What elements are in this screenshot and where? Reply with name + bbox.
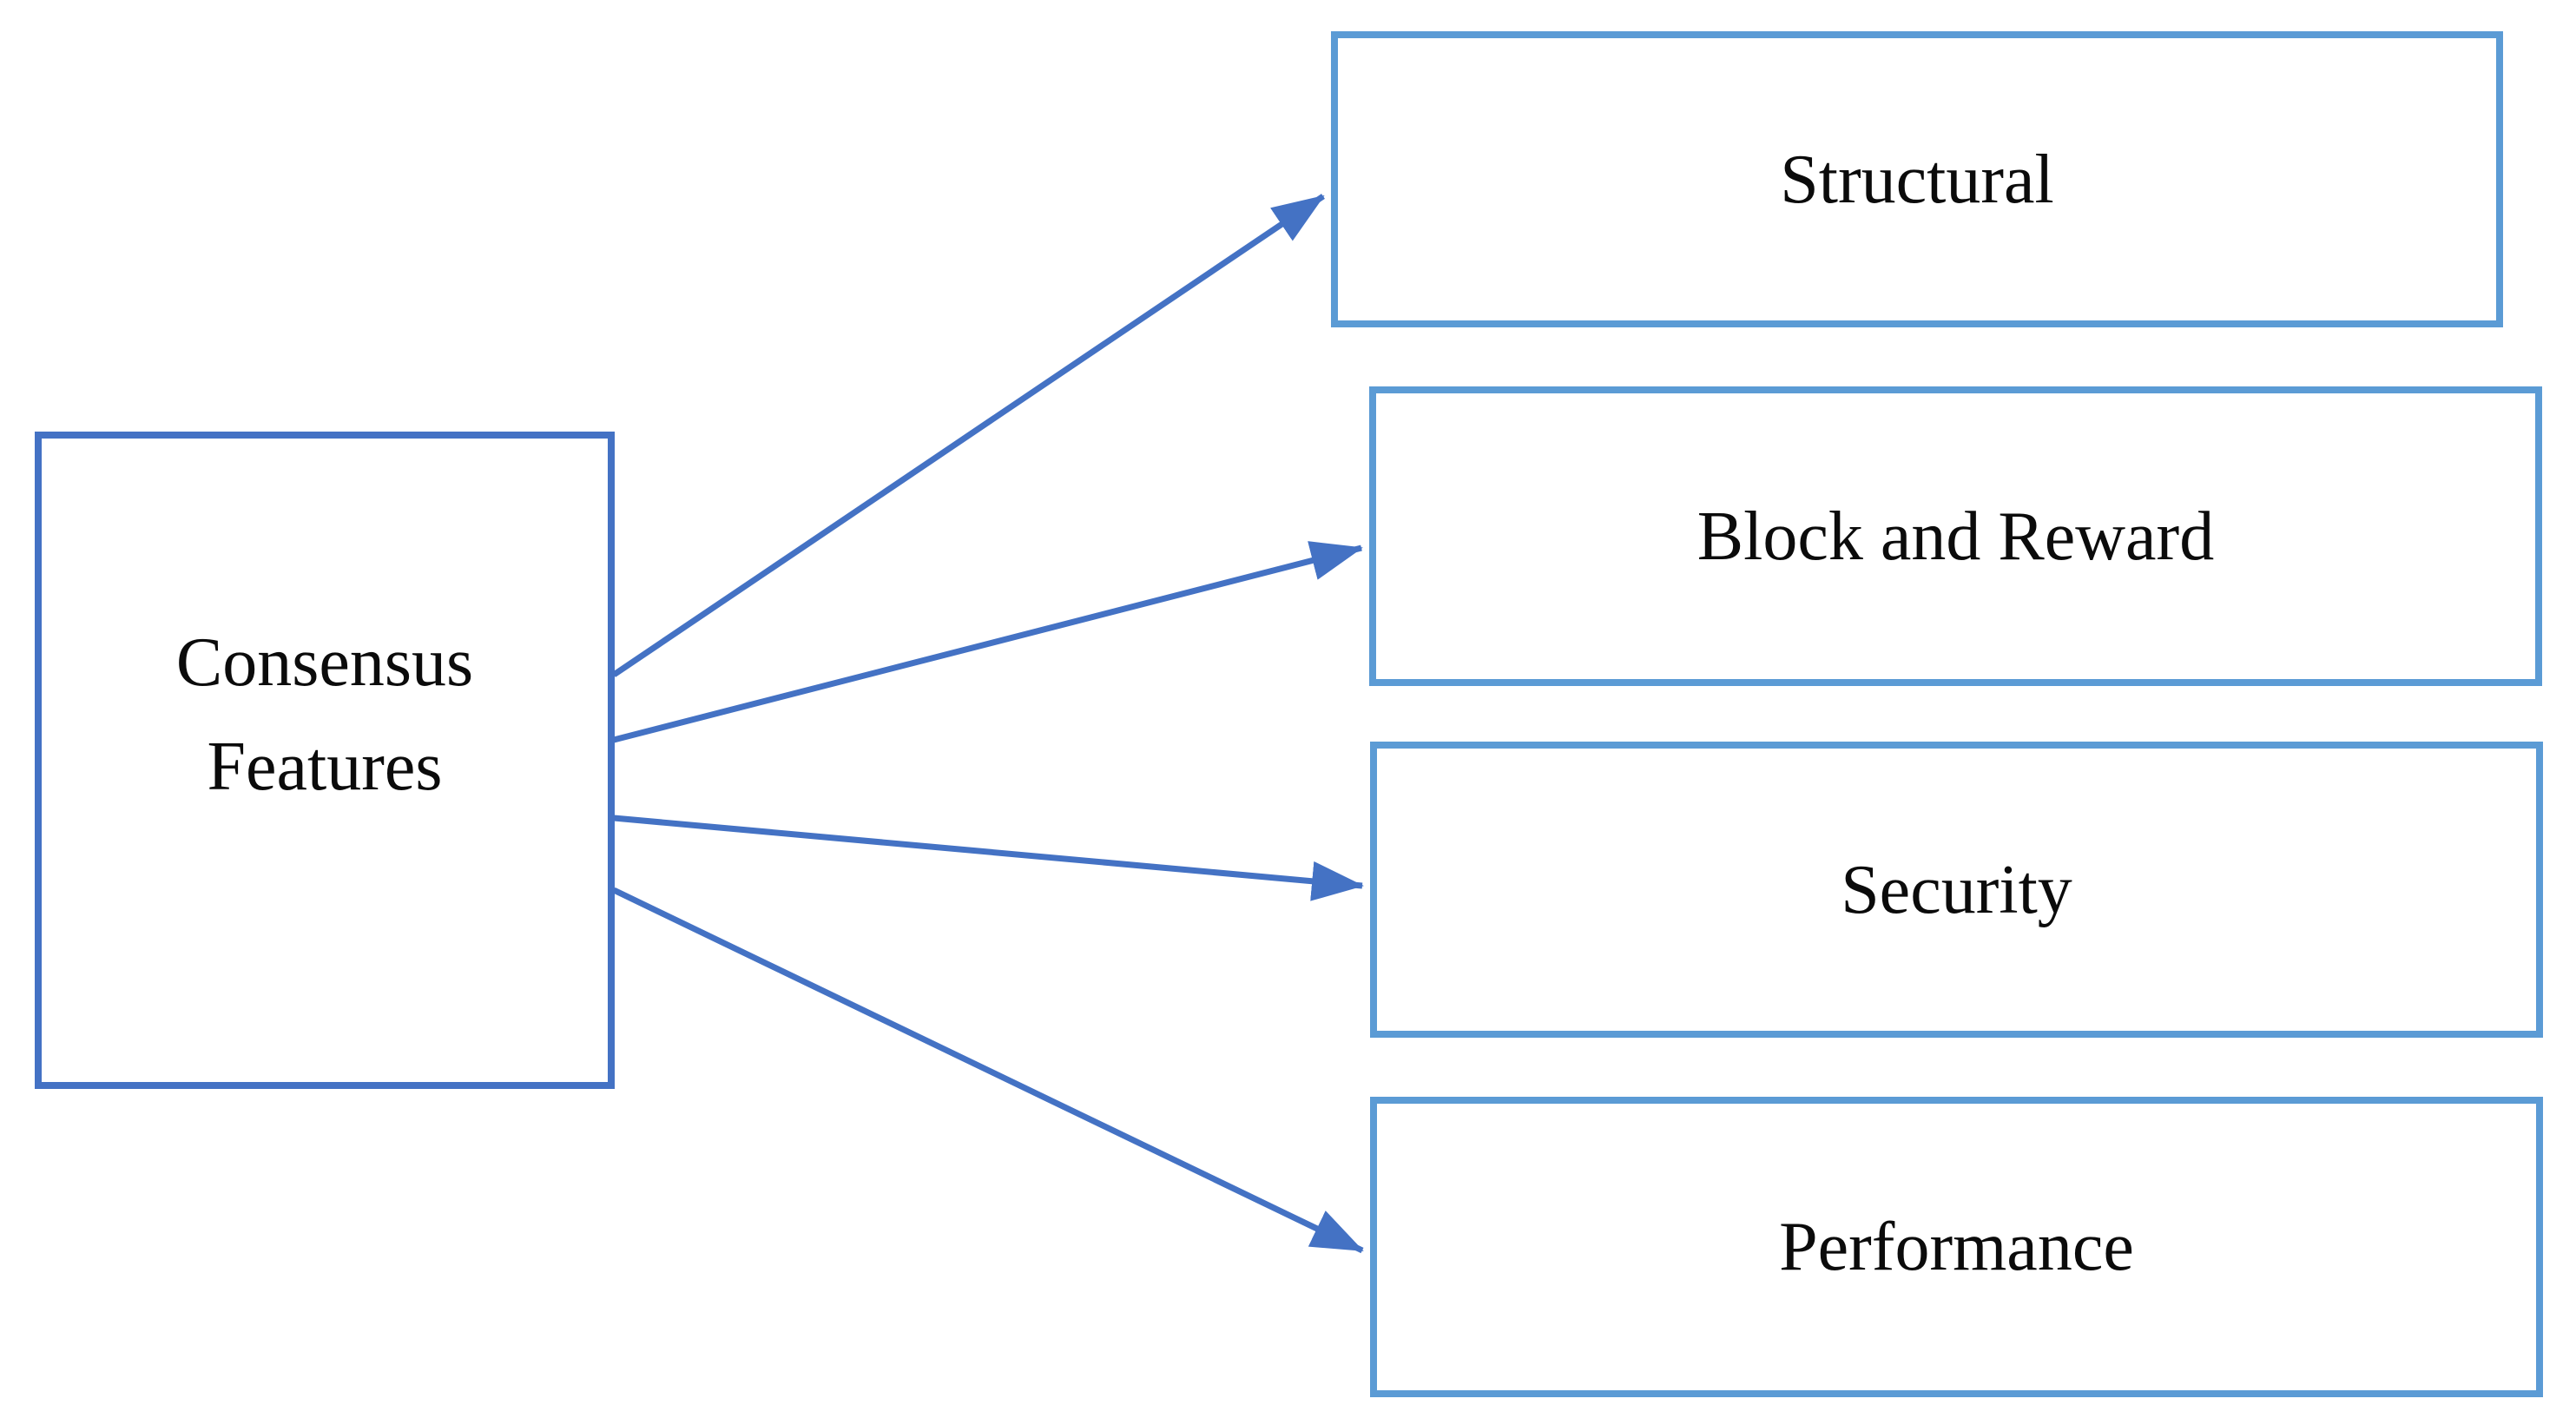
node-consensus-line-1: Consensus xyxy=(175,623,474,701)
node-performance-label: Performance xyxy=(1779,1209,2134,1285)
edge-consensus-to-performance xyxy=(612,887,1364,1254)
edge-consensus-to-block-reward xyxy=(613,541,1363,743)
edge-consensus-to-security xyxy=(613,815,1364,901)
node-block-and-reward: Block and Reward xyxy=(1369,386,2542,686)
node-structural-label: Structural xyxy=(1780,141,2054,218)
edge-consensus-to-structural xyxy=(612,194,1325,677)
node-block-and-reward-label: Block and Reward xyxy=(1696,498,2215,575)
node-consensus-line-2: Features xyxy=(207,728,443,805)
node-consensus-features: Consensus Features xyxy=(35,432,615,1089)
node-security-label: Security xyxy=(1841,851,2072,928)
node-structural: Structural xyxy=(1331,31,2503,327)
node-performance: Performance xyxy=(1370,1097,2543,1397)
node-security: Security xyxy=(1370,742,2543,1038)
